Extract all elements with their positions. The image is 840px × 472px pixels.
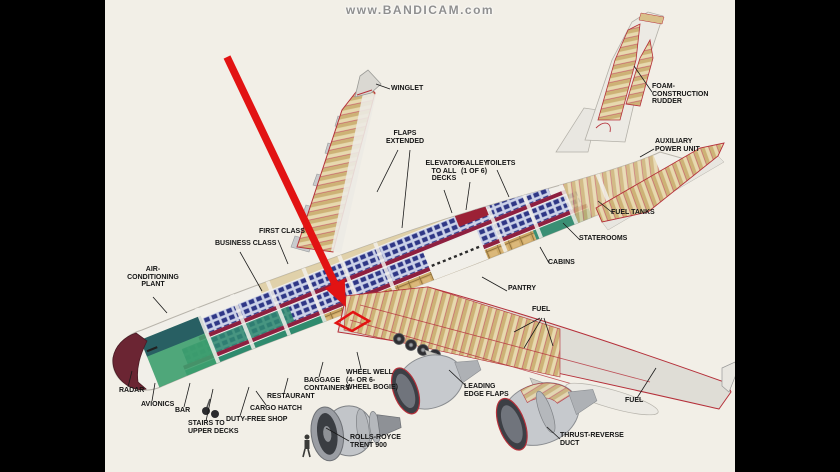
detached-engine — [310, 405, 402, 462]
label-stairs: STAIRS TO UPPER DECKS — [188, 420, 239, 435]
label-flaps-extended: FLAPS EXTENDED — [385, 130, 425, 145]
wingtip-fence — [721, 361, 738, 393]
label-fuel-tanks: FUEL TANKS — [611, 209, 655, 216]
label-wheel-well: WHEEL WELL (4- OR 6- WHEEL BOGIE) — [346, 369, 398, 392]
bandicam-watermark: www.BANDICAM.com — [345, 3, 495, 17]
winglet-shape — [354, 69, 382, 98]
label-toilets: TOILETS — [486, 160, 516, 167]
label-winglet: WINGLET — [391, 85, 424, 92]
label-thrust-reverse: THRUST-REVERSE DUCT — [560, 432, 624, 447]
label-foam-rudder: FOAM- CONSTRUCTION RUDDER — [652, 83, 709, 106]
near-stabilizer — [595, 142, 725, 231]
label-galley: GALLEY (1 OF 6) — [459, 160, 489, 175]
vertical-fin — [584, 11, 665, 143]
outer-engine — [495, 382, 598, 451]
label-fuel-center: FUEL — [532, 306, 551, 313]
far-wing — [290, 69, 382, 253]
label-apu: AUXILIARY POWER UNIT — [655, 138, 700, 153]
label-first-class: FIRST CLASS — [259, 228, 305, 235]
label-staterooms: STATEROOMS — [579, 235, 628, 242]
label-cabins: CABINS — [548, 259, 575, 266]
label-leading-edge-flaps: LEADING EDGE FLAPS — [464, 383, 509, 398]
label-fuel-right: FUEL — [625, 397, 644, 404]
fuselage-interior — [140, 152, 668, 391]
highlight-marker — [333, 310, 372, 333]
label-restaurant: RESTAURANT — [267, 393, 315, 400]
label-cargo-hatch: CARGO HATCH — [250, 405, 302, 412]
label-avionics: AVIONICS — [141, 401, 175, 408]
label-business-class: BUSINESS CLASS — [215, 240, 277, 247]
label-air-conditioning: AIR- CONDITIONING PLANT — [127, 266, 179, 289]
label-elevator: ELEVATOR TO ALL DECKS — [425, 160, 463, 183]
label-radar: RADAR — [119, 387, 145, 394]
highlight-arrow — [223, 55, 346, 307]
letterbox-right — [735, 0, 840, 472]
inner-engine — [391, 354, 482, 415]
leader-lines — [127, 65, 657, 442]
label-duty-free: DUTY-FREE SHOP — [226, 416, 288, 423]
label-engine-type: ROLLS-ROYCE TRENT 900 — [350, 434, 401, 449]
letterbox-left — [0, 0, 105, 472]
label-bar: BAR — [175, 407, 191, 414]
nose-radome — [112, 332, 148, 391]
label-pantry: PANTRY — [508, 285, 536, 292]
label-baggage: BAGGAGE CONTAINERS — [304, 377, 350, 392]
human-figure — [302, 434, 311, 458]
